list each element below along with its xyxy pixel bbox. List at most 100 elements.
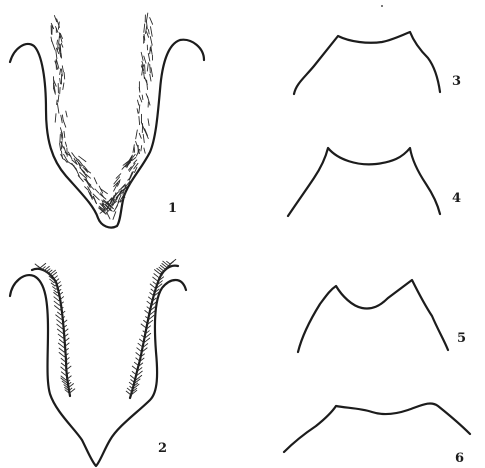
- figure-1-hair-stroke: [141, 146, 142, 151]
- figure-1-hair-stroke: [56, 50, 57, 58]
- figure-1-hair-stroke: [138, 100, 139, 105]
- figure-1-hair-stroke: [60, 69, 61, 75]
- figure-1-hair-stroke: [151, 27, 153, 37]
- figure-1-hair-stroke: [144, 72, 145, 79]
- figure-2-spine: [61, 372, 65, 375]
- figure-1-hair-stroke: [134, 160, 137, 163]
- figure-6: 6: [284, 403, 470, 466]
- figure-2-spine: [61, 363, 65, 366]
- figure-1-hair-stroke: [61, 115, 62, 123]
- figure-1-hair-stroke: [116, 191, 119, 194]
- figure-1-hair-stroke: [113, 212, 116, 220]
- figure-1-hair-stroke: [129, 163, 135, 171]
- figure-2-spine: [56, 315, 62, 319]
- figure-1-hair-stroke: [57, 100, 58, 104]
- figure-1-hair-stroke: [60, 78, 61, 83]
- figure-2-spine: [57, 329, 62, 333]
- figure-1-hair-stroke: [95, 189, 99, 193]
- figure-1-hair-stroke: [66, 111, 67, 117]
- speck-mark: [381, 5, 383, 7]
- figure-1-hair-stroke: [141, 52, 143, 60]
- figure-1-hair-stroke: [144, 24, 145, 32]
- figure-1-hair-stroke: [58, 95, 59, 102]
- figure-1-hair-stroke: [146, 13, 148, 22]
- figure-2-spine: [61, 376, 66, 380]
- figure-1-hair-stroke: [72, 163, 77, 171]
- figure-1-hair-stroke: [107, 212, 110, 219]
- figure-1-hair-stroke: [151, 68, 153, 77]
- figure-2-spine: [54, 301, 59, 305]
- figure-1-hair-stroke: [148, 119, 149, 126]
- figure-1-hair-stroke: [133, 154, 136, 157]
- figure-5: 5: [298, 280, 466, 352]
- figure-1-hair-stroke: [142, 95, 143, 100]
- figure-1-hair-stroke: [139, 117, 140, 125]
- figure-1-hair-stroke: [64, 73, 65, 80]
- figure-2-number: 2: [158, 441, 167, 456]
- figure-2-spine: [51, 283, 55, 286]
- figure-2-spine: [54, 290, 57, 293]
- figure-1-hair-stroke: [148, 30, 149, 34]
- figure-6-number: 6: [455, 451, 464, 466]
- figure-2-spine: [61, 358, 65, 361]
- figure-1-hair-stroke: [65, 142, 66, 146]
- figure-2-spine: [54, 297, 59, 301]
- figure-2-outline: [10, 275, 186, 466]
- figure-1: 1: [10, 13, 204, 227]
- figure-1-hair-stroke: [114, 206, 118, 212]
- figure-1-hair-stroke: [68, 152, 72, 159]
- figure-1-hair-stroke: [60, 144, 61, 151]
- figure-4: 4: [288, 148, 461, 216]
- figure-1-hair-stroke: [63, 120, 66, 127]
- figure-1-hair-stroke: [148, 54, 150, 62]
- figure-3: 3: [294, 32, 461, 94]
- figure-2-spine: [58, 312, 61, 315]
- figure-2-spine: [59, 348, 64, 352]
- figure-1-hair-stroke: [62, 66, 63, 72]
- figure-1-hair-stroke: [150, 37, 152, 46]
- figure-1-hair-stroke: [136, 130, 138, 139]
- figure-2-spine: [59, 353, 64, 357]
- figure-1-hair-stroke: [93, 196, 96, 202]
- figure-1-hair-stroke: [62, 133, 63, 138]
- figure-1-hair-stroke: [63, 83, 64, 90]
- figure-1-hair-stroke: [147, 80, 148, 89]
- figure-2-spine: [153, 277, 158, 281]
- figure-1-hair-stroke: [137, 109, 138, 114]
- figure-1-hair-stroke: [150, 18, 153, 25]
- figure-1-hair-stroke: [147, 32, 149, 38]
- figure-1-hair-stroke: [139, 96, 142, 102]
- figure-2-spine: [57, 320, 62, 324]
- figure-1-hair-stroke: [52, 41, 55, 50]
- figure-2-spine: [61, 367, 66, 371]
- figure-1-hair-stroke: [143, 134, 144, 142]
- figure-1-hair-stroke: [94, 178, 97, 184]
- figure-1-hair-stroke: [59, 36, 60, 44]
- figure-2-spine: [150, 284, 156, 289]
- figure-2: 2: [10, 259, 186, 466]
- figure-2-left-bristle: [32, 263, 75, 396]
- figure-1-hair-stroke: [150, 74, 151, 81]
- figure-1-hatching: [51, 13, 153, 219]
- figure-1-hair-stroke: [84, 179, 91, 185]
- figure-1-hair-stroke: [139, 105, 140, 113]
- figure-1-number: 1: [168, 201, 177, 216]
- figure-1-hair-stroke: [61, 43, 63, 47]
- figure-1-outline: [10, 40, 204, 228]
- figure-1-hair-stroke: [144, 56, 146, 63]
- figure-5-number: 5: [457, 331, 466, 346]
- figure-2-spine: [54, 293, 58, 297]
- figure-2-spine: [58, 343, 63, 347]
- figure-2-spine: [53, 287, 56, 290]
- figure-1-hair-stroke: [60, 128, 62, 133]
- figure-1-hair-stroke: [150, 64, 151, 73]
- figure-1-hair-stroke: [72, 153, 75, 157]
- figure-1-hair-stroke: [58, 22, 59, 29]
- figure-5-outline: [298, 280, 448, 352]
- figure-1-hair-stroke: [145, 129, 148, 136]
- figure-1-hair-stroke: [147, 63, 148, 71]
- figure-2-spine: [57, 324, 63, 329]
- figure-3-outline: [294, 32, 440, 94]
- figure-4-outline: [288, 148, 440, 216]
- figure-4-number: 4: [452, 191, 461, 206]
